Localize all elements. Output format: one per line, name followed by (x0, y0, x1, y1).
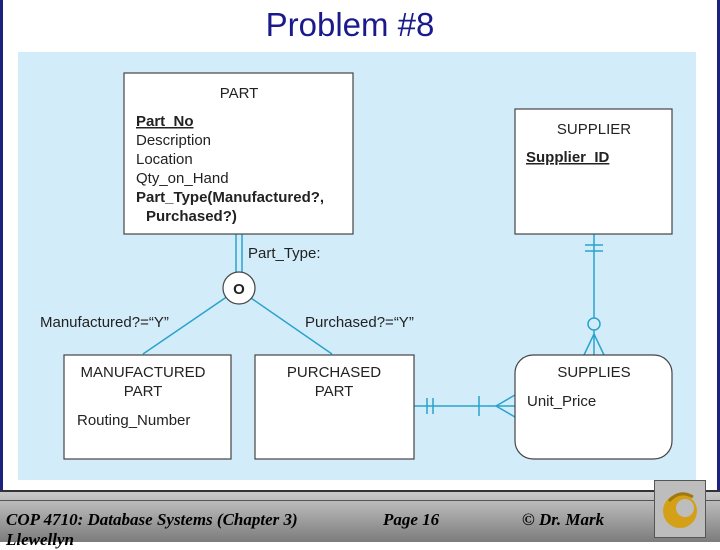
manufactured-link (142, 295, 229, 355)
part-attr: Purchased?) (146, 208, 237, 225)
part-attr: Location (136, 151, 193, 168)
footer-page: Page 16 (383, 510, 440, 529)
supplies-crowfoot-left (495, 394, 516, 407)
supplier-attr-pk: Supplier_ID (526, 149, 610, 166)
er-diagram: PART Part_No Description Location Qty_on… (18, 52, 696, 480)
footer-author: © Dr. Mark (522, 510, 605, 529)
supplies-name: SUPPLIES (557, 364, 630, 381)
entity-manufactured-part (63, 354, 232, 460)
entity-supplier (514, 108, 673, 235)
overlap-circle (222, 271, 256, 305)
footer-course: COP 4710: Database Systems (Chapter 3) (6, 510, 298, 529)
part-attr: Part_Type(Manufactured?, (136, 189, 324, 206)
supplier-name: SUPPLIER (557, 121, 631, 138)
footer-author-overflow: Llewellyn (6, 530, 74, 549)
discriminator-label: Part_Type: (248, 245, 321, 262)
entity-supplies (514, 354, 673, 460)
purchased-name-2: PART (315, 383, 354, 400)
part-attr: Qty_on_Hand (136, 170, 229, 187)
part-attr-pk: Part_No (136, 113, 194, 130)
purchased-name: PURCHASED (287, 364, 381, 381)
purchased-condition: Purchased?=“Y” (305, 314, 414, 331)
slide-title: Problem #8 (265, 6, 435, 43)
footer-bar: COP 4710: Database Systems (Chapter 3) P… (0, 490, 720, 549)
supplies-crowfoot (583, 333, 595, 356)
supplies-attr: Unit_Price (527, 393, 596, 410)
manufactured-name-2: PART (124, 383, 163, 400)
purchased-link (247, 295, 333, 355)
slide-frame (0, 0, 720, 490)
manufactured-condition: Manufactured?=“Y” (40, 314, 169, 331)
university-logo (654, 480, 706, 538)
supplies-optional-mark (587, 317, 601, 331)
part-name: PART (220, 85, 259, 102)
overlap-symbol: O (233, 281, 245, 298)
manufactured-name: MANUFACTURED (80, 364, 205, 381)
pegasus-logo-icon (663, 492, 697, 528)
part-attr: Description (136, 132, 211, 149)
entity-part (123, 72, 354, 235)
entity-purchased-part (254, 354, 415, 460)
er-diagram-svg: PART Part_No Description Location Qty_on… (40, 72, 673, 460)
manufactured-attr: Routing_Number (77, 412, 190, 429)
